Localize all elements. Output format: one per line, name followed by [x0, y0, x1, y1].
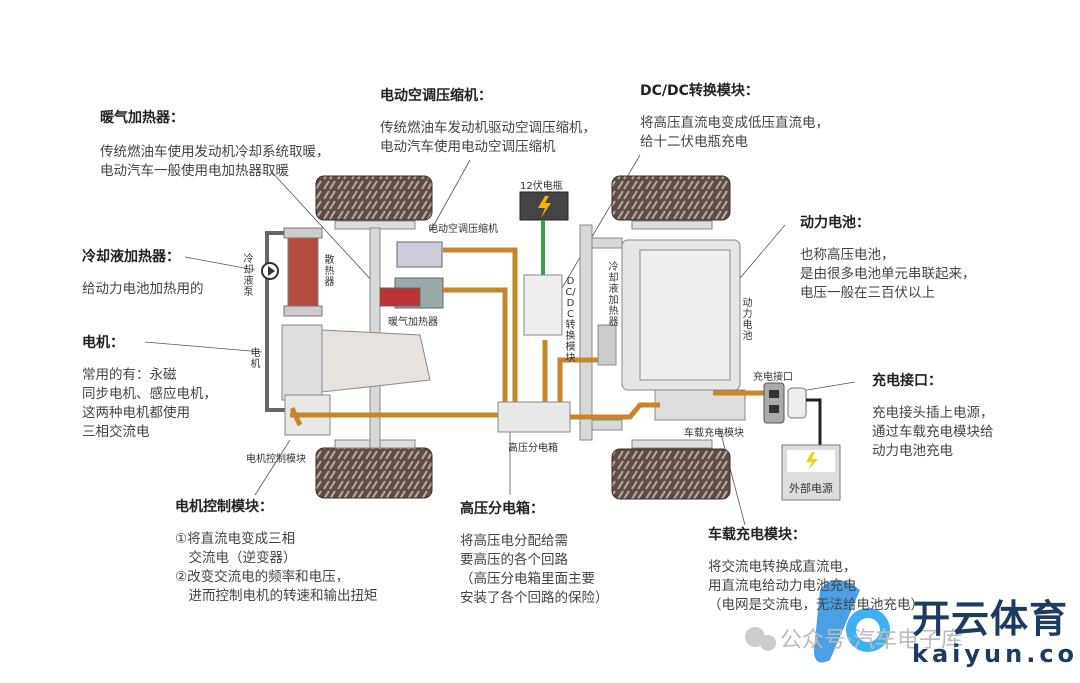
callout-obc: 车载充电模块： 将交流电转换成直流电， 用直流电给动力电池充电 （电网是交流电，无法…: [708, 524, 924, 615]
callout-title: 电机控制模块：: [175, 499, 273, 515]
callout-dcdc: DC/DC转换模块： 将高压直流电变成低压直流电， 给十二伏电瓶充电: [640, 80, 829, 152]
callout-line: 要高压的各个回路: [460, 552, 568, 568]
hv-cables: [289, 247, 765, 427]
watermark-brand: 开云体育: [912, 597, 1069, 641]
callout-line: 同步电机、感应电机，: [82, 386, 217, 402]
watermark-account: 公众号·汽车电子库: [780, 628, 963, 653]
callout-line: 是由很多电池单元串联起来，: [800, 266, 976, 282]
callout-line: 这两种电机都使用: [82, 405, 190, 421]
label-motor: 电机: [250, 348, 261, 370]
callout-line: 电动汽车一般使用电加热器取暖: [100, 163, 289, 179]
callout-line: 动力电池充电: [872, 443, 953, 459]
callout-coolant-heater: 冷却液加热器： 给动力电池加热用的: [82, 246, 204, 299]
callout-hv-box: 高压分电箱： 将高压电分配给需要高压的各个回路 （高压分电箱里面主要安装了各个回路…: [460, 498, 609, 608]
callout-line: 安装了各个回路的保险）: [460, 590, 609, 606]
label-external-power: 外部电源: [789, 482, 833, 495]
charging-equipment: [763, 382, 841, 501]
radiator: [261, 227, 323, 412]
callout-line: 传统燃油车发动机驱动空调压缩机，: [380, 120, 596, 136]
label-motor-control: 电机控制模块: [246, 454, 306, 465]
label-dcdc: DC/DC转换模块: [565, 276, 576, 364]
callout-title: 充电接口：: [872, 373, 942, 389]
label-compressor: 电动空调压缩机: [428, 224, 498, 235]
callout-motor: 电机： 常用的有：永磁同步电机、感应电机， 这两种电机都使用三相交流电: [82, 332, 217, 442]
label-radiator: 散热器: [324, 255, 335, 288]
callout-heater: 暖气加热器： 传统燃油车使用发动机冷却系统取暖， 电动汽车一般使用电加热器取暖: [100, 107, 330, 181]
callout-line: 传统燃油车使用发动机冷却系统取暖，: [100, 144, 330, 160]
label-obc: 车载充电模块: [684, 428, 744, 439]
label-12v-battery: 12伏电瓶: [520, 181, 563, 192]
callout-line: 充电接头插上电源，: [872, 405, 994, 421]
watermark-domain: kaiyun.com: [912, 640, 1080, 668]
callout-line: ①将直流电变成三相: [175, 531, 296, 547]
callout-line: 用直流电给动力电池充电: [708, 578, 857, 594]
callout-line: 电压一般在三百伏以上: [800, 285, 935, 301]
callout-title: 动力电池：: [800, 215, 870, 231]
callout-title: 车载充电模块：: [708, 527, 806, 543]
label-charge-port: 充电接口: [753, 372, 793, 383]
compressor: [379, 241, 444, 309]
callout-title: DC/DC转换模块：: [640, 83, 759, 99]
callout-line: （电网是交流电，无法给电池充电）: [708, 597, 924, 613]
label-pump: 冷却液泵: [243, 254, 254, 298]
label-battery: 动力电池: [742, 298, 753, 342]
callout-title: 电动空调压缩机：: [380, 88, 492, 104]
callout-line: ②改变交流电的频率和电压，: [175, 569, 350, 585]
motor: [281, 324, 431, 436]
callout-line: 进而控制电机的转速和输出扭矩: [175, 588, 378, 604]
label-heater: 暖气加热器: [388, 317, 438, 328]
callout-line: 常用的有：永磁: [82, 367, 177, 383]
callout-line: 电动汽车使用电动空调压缩机: [380, 139, 556, 155]
callout-title: 电机：: [82, 335, 124, 351]
label-hv-box: 高压分电箱: [508, 443, 558, 454]
callout-compressor: 电动空调压缩机： 传统燃油车发动机驱动空调压缩机， 电动汽车使用电动空调压缩机: [380, 85, 596, 157]
label-coolant-heater: 冷却液加热器: [608, 262, 619, 328]
callout-line: 通过车载充电模块给: [872, 424, 994, 440]
callout-line: 将交流电转换成直流电，: [708, 559, 857, 575]
callout-line: 给动力电池加热用的: [82, 281, 204, 297]
callout-battery: 动力电池： 也称高压电池， 是由很多电池单元串联起来， 电压一般在三百伏以上: [800, 212, 976, 303]
callout-line: 交流电（逆变器）: [175, 550, 297, 566]
callout-motor-control: 电机控制模块： ①将直流电变成三相 交流电（逆变器）②改变交流电的频率和电压， …: [175, 496, 378, 606]
callout-line: 将高压直流电变成低压直流电，: [640, 115, 829, 131]
callout-title: 高压分电箱：: [460, 501, 544, 517]
callout-line: 将高压电分配给需: [460, 533, 568, 549]
tires: [315, 175, 731, 500]
dcdc-module: [497, 191, 617, 433]
callout-title: 冷却液加热器：: [82, 249, 180, 265]
callout-line: （高压分电箱里面主要: [460, 571, 595, 587]
callout-title: 暖气加热器：: [100, 110, 184, 126]
callout-line: 给十二伏电瓶充电: [640, 134, 748, 150]
watermark-logo: [745, 580, 890, 663]
callout-line: 三相交流电: [82, 424, 150, 440]
callout-line: 也称高压电池，: [800, 247, 895, 263]
callout-charge-port: 充电接口： 充电接头插上电源， 通过车载充电模块给动力电池充电: [872, 370, 994, 461]
